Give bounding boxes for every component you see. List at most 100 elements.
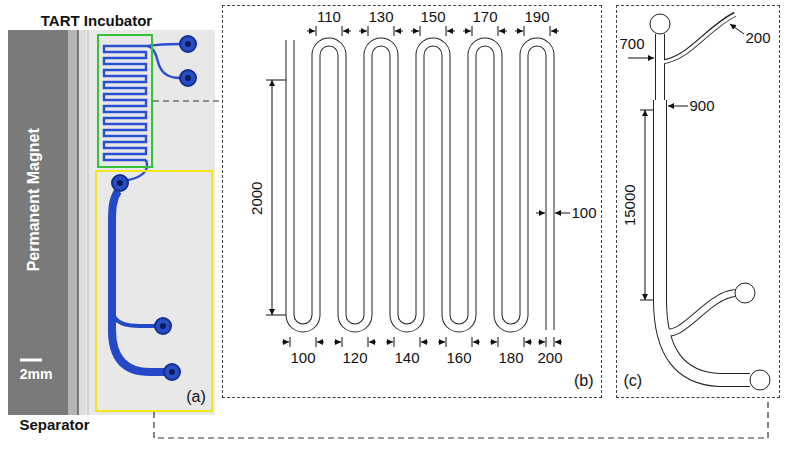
separator-channel (114, 316, 155, 326)
dimension-marks (394, 337, 395, 347)
dimension-label: 110 (317, 9, 341, 26)
separator-outline (660, 100, 750, 380)
label-holder: 150 (420, 9, 445, 26)
label-holder: 100 (571, 205, 596, 222)
region-title: Separator (20, 417, 90, 434)
panel-frame: (c) (616, 5, 780, 398)
dimension-marks (473, 342, 480, 343)
dimension-marks (551, 31, 559, 32)
outlet-port (117, 180, 123, 186)
incubator-channel (104, 44, 180, 181)
separator-outline (735, 283, 755, 303)
label-holder: 170 (472, 9, 497, 26)
region-title: TART Incubator (41, 13, 152, 30)
dimension-label: 190 (524, 9, 549, 26)
separator-outline (750, 370, 770, 390)
dimension-marks (546, 337, 547, 347)
chip-photo (8, 30, 215, 415)
outlet-port (112, 175, 128, 191)
dimension-label: 100 (290, 350, 315, 367)
serpentine-channel (290, 39, 550, 331)
chip-photo (68, 30, 78, 415)
dimension-label: 900 (689, 98, 714, 115)
dimension-marks (266, 315, 286, 316)
label-holder: 110 (317, 9, 341, 26)
dimension-marks (359, 31, 367, 32)
inlet-port (180, 36, 196, 52)
separator-outline (663, 14, 736, 62)
separator-outline (660, 293, 735, 333)
dimension-marks (316, 26, 317, 36)
dimension-marks (640, 110, 653, 111)
panel-label: (b) (574, 372, 594, 390)
separator-outline (655, 34, 665, 104)
label-holder: 700 (619, 36, 644, 53)
dimension-marks (266, 26, 570, 347)
dimension-marks (266, 80, 286, 81)
dimension-marks (369, 342, 376, 343)
inlet-port (180, 70, 196, 86)
dimension-marks (668, 106, 688, 107)
dimension-marks (463, 31, 471, 32)
dimension-marks (472, 337, 473, 347)
label-holder: 200 (537, 350, 562, 367)
dimension-label: 150 (420, 9, 445, 26)
incubator-channel (104, 46, 148, 160)
dimension-marks (307, 31, 315, 32)
label-holder: 190 (524, 9, 549, 26)
separator-outline (656, 33, 664, 104)
dimension-label: 180 (498, 350, 523, 367)
separator-channel (112, 191, 164, 372)
separator-channel (112, 191, 164, 372)
label-holder: Permanent Magnet (0, 191, 106, 209)
dimension-label: 2000 (250, 181, 267, 214)
chip-photo (77, 30, 79, 415)
dimension-marks (394, 26, 395, 36)
dimension-label: 15000 (622, 184, 639, 226)
dimension-marks (386, 342, 393, 343)
inlet-port (180, 36, 196, 86)
label-holder: 180 (498, 350, 523, 367)
label-holder: 160 (446, 350, 471, 367)
outlet-port (155, 318, 171, 334)
dashed-connector (153, 100, 222, 101)
scale-label: 2mm (20, 367, 53, 382)
outlet-port (112, 175, 180, 380)
dimension-marks (550, 26, 551, 36)
dimension-marks (472, 26, 473, 36)
label-holder: 900 (689, 98, 714, 115)
dimension-marks (316, 337, 317, 347)
dimension-marks (282, 342, 289, 343)
chip-photo (8, 30, 215, 415)
label-holder: 2mm (20, 367, 53, 382)
inlet-port (185, 41, 191, 47)
dimension-marks (342, 337, 343, 347)
scale-bar (20, 359, 42, 362)
dimension-marks (628, 24, 744, 300)
dimension-marks (554, 337, 555, 347)
dimension-marks (395, 31, 403, 32)
dimension-marks (645, 110, 646, 300)
incubator-region: TART Incubator (97, 34, 153, 168)
scale-bar (20, 360, 42, 361)
label-holder: 15000 (609, 197, 651, 214)
dimension-label: 170 (472, 9, 497, 26)
dimension-marks (498, 26, 499, 36)
dimension-marks (343, 31, 351, 32)
dimension-label: 200 (745, 30, 770, 47)
dimension-marks (524, 26, 525, 36)
dimension-label: 200 (537, 350, 562, 367)
outlet-port (164, 364, 180, 380)
separator-outline (660, 100, 750, 380)
dimension-marks (421, 342, 428, 343)
dimension-marks (499, 31, 507, 32)
label-holder: 140 (394, 350, 419, 367)
label-holder: 200 (745, 30, 770, 47)
panel-frame: (b) (222, 5, 602, 398)
dimension-label: 700 (619, 36, 644, 53)
panel-label: (a) (186, 388, 206, 406)
dimension-marks (446, 337, 447, 347)
